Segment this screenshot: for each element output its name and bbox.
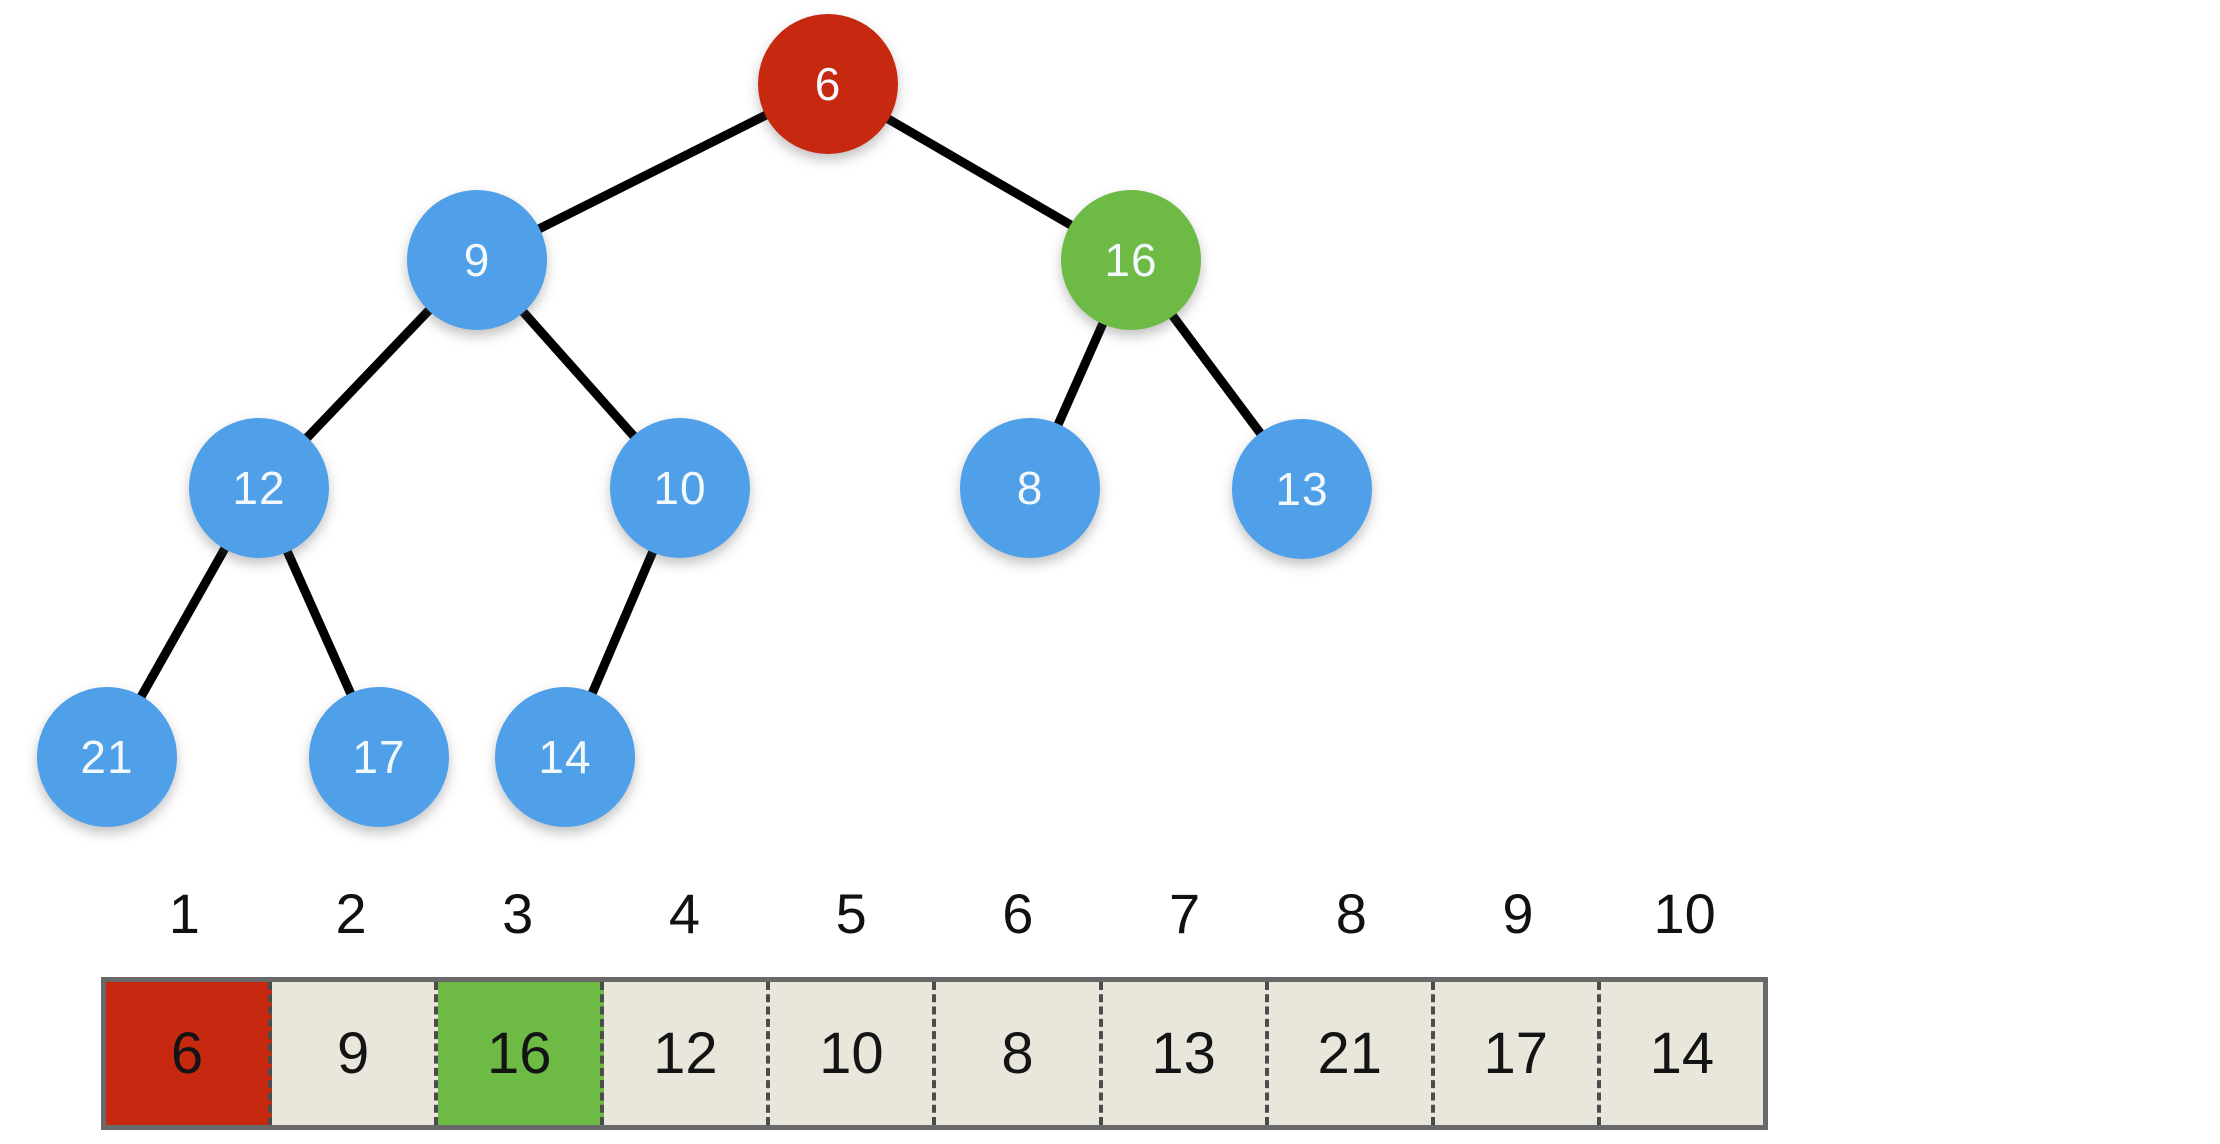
node-value: 14 [538,731,592,783]
cell-value: 12 [653,1021,718,1086]
array-cell-4: 12 [604,982,771,1125]
node-value: 17 [352,731,406,783]
tree-node-16: 16 [1061,190,1201,330]
cell-value: 14 [1649,1021,1715,1086]
array-index-row: 1 2 3 4 5 6 7 8 9 10 [101,882,1768,946]
tree-node-12: 12 [189,418,329,558]
tree-node-8: 8 [960,418,1100,558]
tree-node-21: 21 [37,687,177,827]
array-cell-6: 8 [936,982,1103,1125]
node-value: 12 [232,462,286,514]
array-representation: 6 9 16 12 10 8 13 21 17 14 [101,977,1768,1130]
array-index-1: 1 [168,882,200,945]
tree-node-17: 17 [309,687,449,827]
array-index-8: 8 [1335,882,1367,945]
array-index-5: 5 [835,882,867,945]
node-value: 8 [1016,462,1044,514]
cell-value: 10 [819,1021,884,1086]
cell-value: 6 [170,1021,204,1086]
array-cell-3: 16 [438,982,605,1125]
array-cell-7: 13 [1103,982,1269,1125]
array-cell-1: 6 [106,982,273,1125]
array-cell-10: 14 [1601,982,1763,1125]
array-index-2: 2 [335,882,367,945]
node-value: 10 [653,462,707,514]
node-value: 6 [814,58,842,110]
array-cell-2: 9 [272,982,439,1125]
array-cell-5: 10 [770,982,937,1125]
cell-value: 16 [486,1021,552,1086]
node-value: 16 [1104,234,1158,286]
array-index-6: 6 [1002,882,1034,945]
array-cell-8: 21 [1269,982,1435,1125]
array-index-4: 4 [668,882,701,945]
tree-node-9: 9 [407,190,547,330]
tree-node-14: 14 [495,687,635,827]
cell-value: 8 [1001,1021,1034,1086]
array-cell-9: 17 [1435,982,1601,1125]
cell-value: 17 [1483,1021,1549,1086]
node-value: 9 [463,234,491,286]
array-index-3: 3 [502,882,534,945]
array-index-9: 9 [1502,882,1534,945]
node-value: 13 [1275,463,1329,515]
tree-node-13: 13 [1232,419,1372,559]
tree-node-6: 6 [758,14,898,154]
array-index-10: 10 [1653,882,1716,945]
cell-value: 13 [1151,1021,1216,1086]
cell-value: 9 [337,1021,370,1086]
array-index-7: 7 [1168,882,1201,945]
cell-value: 21 [1317,1021,1382,1086]
tree-node-10: 10 [610,418,750,558]
node-value: 21 [80,731,134,783]
